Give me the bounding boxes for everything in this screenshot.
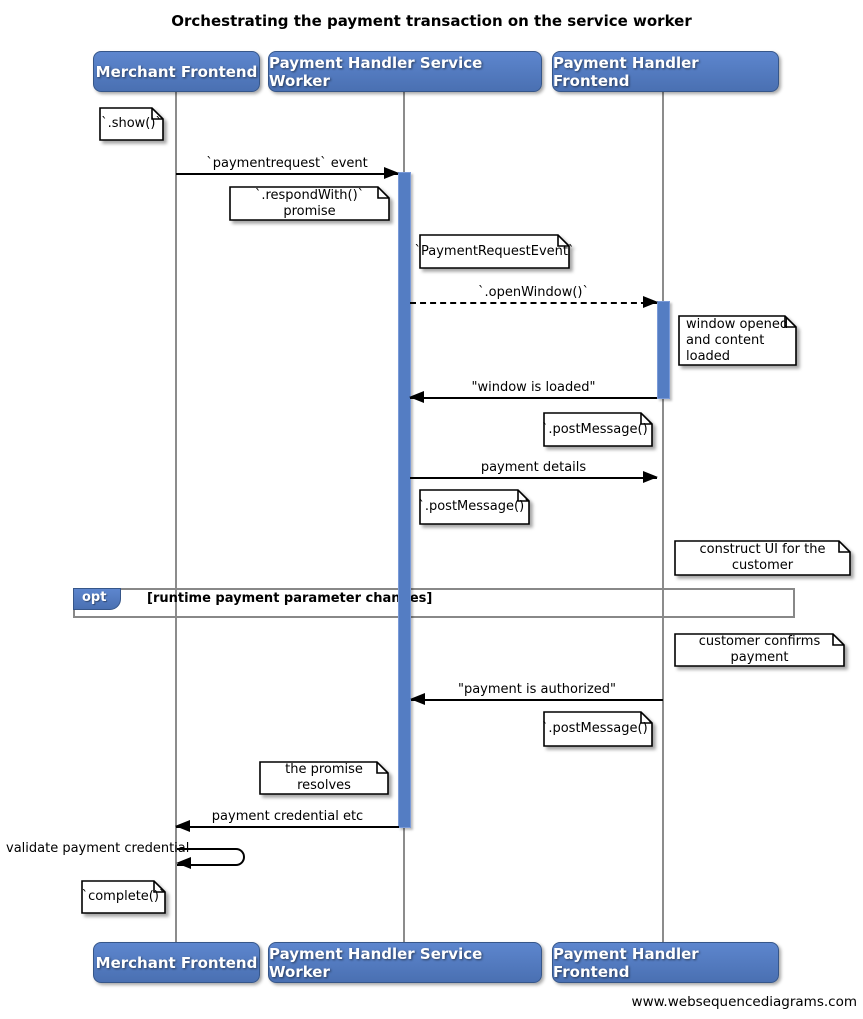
note-text: `.postMessage()` [541, 721, 655, 736]
message-payment-details: payment details [410, 460, 658, 483]
actor-payment-handler-frontend-bottom: Payment Handler Frontend [552, 942, 779, 983]
actor-payment-handler-service-worker-top: Payment Handler Service Worker [268, 51, 542, 92]
note-customer-confirms: customer confirms payment [674, 633, 845, 667]
message-line [176, 826, 399, 828]
message-line-dashed [410, 302, 657, 304]
note-postmessage-3: `.postMessage()` [541, 711, 655, 747]
note-text: `complete()` [81, 889, 166, 904]
note-text: `.postMessage()` [541, 421, 655, 437]
note-shape-icon [81, 880, 166, 914]
message-line [176, 173, 398, 175]
note-shape-icon [99, 107, 164, 141]
note-shape-icon [259, 761, 389, 795]
arrowhead-right-icon [384, 167, 399, 179]
arrowhead-right-icon [643, 471, 658, 483]
opt-guard-label: [runtime payment parameter changes] [147, 591, 433, 606]
note-shape-icon [674, 540, 851, 576]
message-label: "window is loaded" [471, 380, 596, 395]
arrowhead-right-icon [643, 296, 658, 308]
actor-merchant-frontend-bottom: Merchant Frontend [93, 942, 260, 983]
self-loop-line [177, 848, 245, 866]
note-text: construct UI for the customer [699, 542, 826, 573]
note-shape-icon [419, 489, 530, 525]
actor-payment-handler-frontend-top: Payment Handler Frontend [552, 51, 779, 92]
note-text: `PaymentRequestEvent` [414, 243, 575, 259]
note-paymentrequestevent: `PaymentRequestEvent` [415, 234, 574, 269]
actor-payment-handler-service-worker-bottom: Payment Handler Service Worker [268, 942, 542, 983]
note-shape-icon [543, 412, 653, 447]
message-line [410, 477, 657, 479]
message-payment-credential-etc: payment credential etc [175, 809, 399, 832]
note-shape-icon [543, 711, 653, 747]
watermark-websequencediagrams: www.websequencediagrams.com [631, 994, 857, 1010]
note-text: `.respondWith()` promise [254, 187, 365, 219]
self-message-label: validate payment credential [6, 841, 190, 856]
message-label: payment credential etc [211, 809, 364, 824]
note-shape-icon [229, 186, 390, 221]
opt-fragment: opt [runtime payment parameter changes] [73, 588, 795, 618]
note-shape-icon [419, 234, 570, 269]
note-shape-icon [674, 633, 845, 667]
note-postmessage-1: `.postMessage()` [541, 412, 655, 447]
message-label: payment details [480, 460, 587, 475]
message-line [411, 699, 663, 701]
message-label: `.openWindow()` [478, 285, 589, 300]
arrowhead-left-icon [410, 693, 425, 705]
message-window-is-loaded: "window is loaded" [409, 380, 657, 403]
message-line [410, 397, 657, 399]
message-paymentrequest-event: `paymentrequest` event [176, 156, 399, 179]
message-payment-is-authorized: "payment is authorized" [410, 682, 663, 705]
arrowhead-left-icon [409, 391, 424, 403]
note-text: `.postMessage()` [418, 499, 531, 514]
arrowhead-left-icon [176, 857, 191, 869]
message-label: "payment is authorized" [457, 682, 617, 697]
activation-payment-handler-frontend [657, 301, 670, 399]
note-window-opened: window opened and content loaded [678, 315, 797, 366]
message-label: `paymentrequest` event [206, 156, 368, 171]
note-construct-ui: construct UI for the customer [674, 540, 851, 576]
note-respondwith-promise: `.respondWith()` promise [229, 186, 390, 221]
lifeline-merchant-frontend [175, 92, 177, 942]
activation-service-worker [398, 172, 411, 828]
note-complete: `complete()` [81, 880, 166, 914]
actor-merchant-frontend-top: Merchant Frontend [93, 51, 260, 92]
note-text: window opened and content loaded [686, 316, 789, 364]
message-openwindow: `.openWindow()` [410, 285, 658, 308]
diagram-title: Orchestrating the payment transaction on… [171, 12, 692, 30]
note-show: `.show()` [99, 107, 164, 141]
opt-operator-label: opt [73, 588, 122, 610]
note-text: `.show()` [101, 116, 162, 131]
lifeline-payment-handler-frontend [662, 92, 664, 942]
note-text: the promise resolves [285, 762, 363, 793]
arrowhead-left-icon [175, 820, 190, 832]
note-promise-resolves: the promise resolves [259, 761, 389, 795]
note-postmessage-2: `.postMessage()` [418, 489, 531, 525]
note-text: customer confirms payment [698, 634, 821, 665]
note-shape-icon [678, 315, 797, 366]
